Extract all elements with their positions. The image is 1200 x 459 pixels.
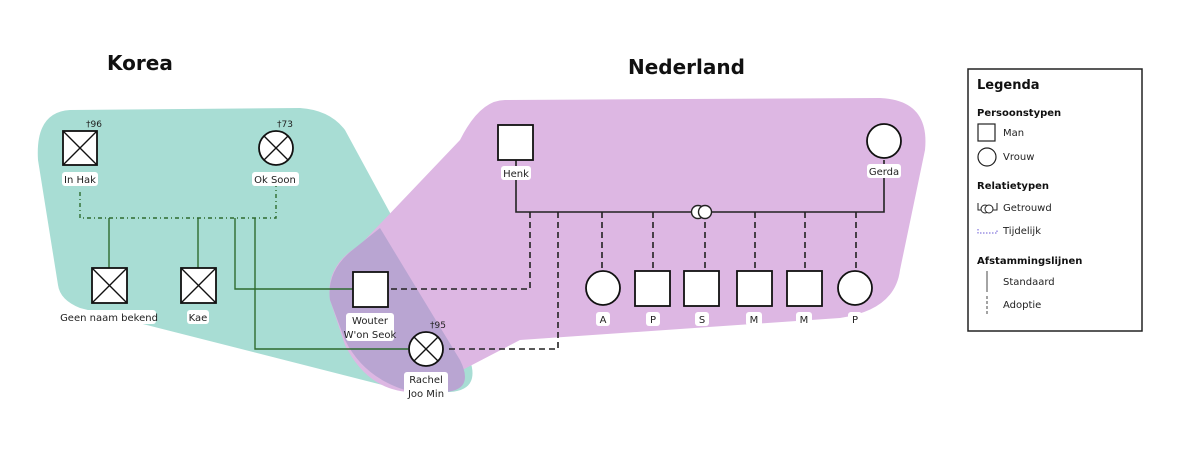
korea-lines [79,185,408,350]
death-age: †95 [430,321,446,331]
death-age: †96 [86,120,102,130]
legend-temporary: Tijdelijk [1002,226,1041,237]
person-name: A [600,315,607,326]
person-gerda[interactable]: Gerda [866,123,902,178]
legend: Legenda Persoonstypen Man Vrouw Relatiet… [967,68,1143,332]
person-geen-naam-bekend[interactable]: Geen naam bekend [60,267,158,324]
legend-adoption: Adoptie [1003,300,1041,311]
children: A P S M M P [585,270,873,326]
korea-title: Korea [107,51,173,75]
child[interactable]: M [736,270,773,326]
person-kae[interactable]: Kae [180,267,217,324]
person-name: M [750,315,759,326]
person-name: M [800,315,809,326]
person-name: In Hak [64,175,96,186]
person-name-korean: W'on Seok [344,330,397,341]
married-icon [977,203,998,214]
legend-man: Man [1003,128,1024,139]
person-rachel[interactable]: †95 Rachel Joo Min [404,321,448,400]
temporary-relation-icon [977,229,998,234]
legend-married: Getrouwd [1003,203,1052,214]
person-name: Wouter [352,316,389,327]
person-name: P [852,315,858,326]
legend-title: Legenda [977,78,1040,93]
nederland-title: Nederland [628,55,745,79]
person-name: P [650,315,656,326]
person-name: Henk [503,169,529,180]
legend-standard: Standaard [1003,277,1055,288]
person-name: Ok Soon [254,175,296,186]
legend-relation-types: Relatietypen [977,181,1049,192]
person-in-hak[interactable]: †96 In Hak [62,120,102,186]
legend-vrouw: Vrouw [1003,152,1034,163]
child[interactable]: P [837,270,873,326]
child[interactable]: M [786,270,823,326]
person-name: Kae [189,313,208,324]
person-name: Gerda [869,167,899,178]
legend-person-types: Persoonstypen [977,108,1061,119]
legend-descent: Afstammingslijnen [977,256,1082,267]
child[interactable]: A [585,270,621,326]
person-wouter[interactable]: Wouter W'on Seok [344,271,397,341]
married-icon [690,204,713,220]
person-name: S [699,315,705,326]
person-name: Geen naam bekend [60,313,158,324]
child[interactable]: P [634,270,671,326]
person-name-korean: Joo Min [407,389,444,400]
person-name: Rachel [409,375,443,386]
nederland-region [329,98,926,393]
person-ok-soon[interactable]: †73 Ok Soon [252,120,299,186]
child[interactable]: S [683,270,720,326]
person-henk[interactable]: Henk [497,124,534,180]
woman-icon [977,147,997,167]
death-age: †73 [277,120,293,130]
man-icon [977,123,996,142]
